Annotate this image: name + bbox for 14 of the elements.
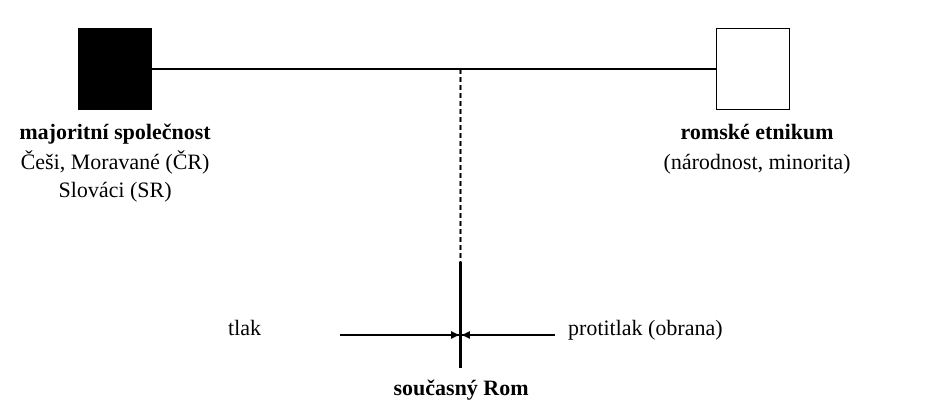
group-heading: majoritní společnost <box>18 118 212 146</box>
dashed-line <box>460 69 462 262</box>
group-heading: romské etnikum <box>680 118 834 146</box>
pressure-label: tlak <box>228 314 261 342</box>
vertical-line <box>459 262 462 368</box>
connecting-line <box>152 68 716 70</box>
arrow <box>340 331 459 339</box>
group-description: Češi, Moravané (ČR) Slováci (SR) <box>20 148 210 204</box>
counter-pressure-label: protitlak (obrana) <box>568 314 723 342</box>
group-heading: současný Rom <box>392 374 530 402</box>
filled-square <box>78 28 152 110</box>
empty-square <box>716 28 790 110</box>
arrow <box>462 331 555 339</box>
group-description: (národnost, minorita) <box>662 148 852 176</box>
